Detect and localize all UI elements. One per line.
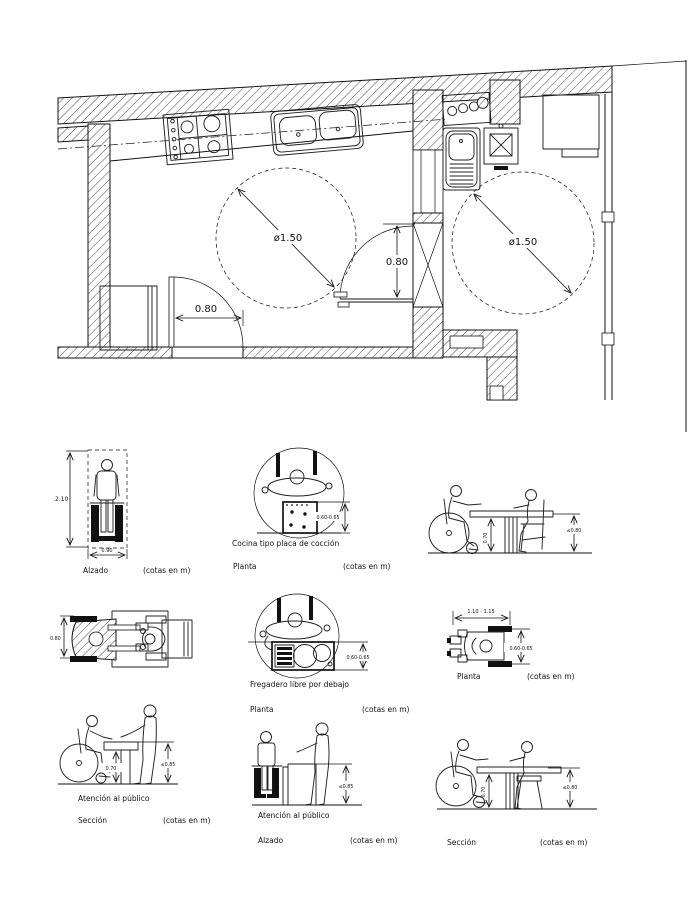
atencion-alzado-height-dim-label: ≤0.85 [339, 784, 354, 790]
atencion-alzado-caption: Alzado [258, 836, 284, 845]
atencion-alzado-title: Atención al público [258, 811, 330, 820]
atencion-seccion-title: Atención al público [78, 794, 150, 803]
cocina-depth-dim-label: 0.60-0.65 [316, 515, 339, 521]
atencion-alzado-units: (cotas en m) [350, 836, 398, 845]
counter [57, 118, 449, 162]
walls [57, 60, 687, 401]
figure-mesa-planta: 0.80 [50, 610, 193, 668]
turning-circle-left: ø1.50 [215, 167, 357, 309]
alzado-width-dim-label: 0.90 [101, 548, 112, 554]
stove [162, 108, 234, 166]
wheelchair-user-front-2 [251, 731, 283, 798]
double-sink [270, 104, 364, 156]
silla-caption: Planta [457, 672, 481, 681]
wheelchair-user-side [428, 485, 482, 554]
counter-front [282, 763, 317, 806]
fregadero-depth-dim-label: 0.60-0.65 [346, 655, 369, 661]
floor-plan: 0.80 0.80 ø1.50 ø1.50 [57, 60, 687, 432]
bottom-wall-right [242, 346, 414, 359]
fregadero-title: Fregadero libre por debajo [250, 680, 349, 689]
wheelchair-plan [447, 626, 512, 667]
sink-counter-plan [271, 641, 335, 671]
right-bottom-wall [442, 329, 518, 401]
cocina-title: Cocina tipo placa de cocción [232, 539, 339, 548]
partition-wall [412, 89, 444, 359]
table-section-2 [476, 766, 562, 810]
cocina-units: (cotas en m) [343, 562, 391, 571]
interior-door: 0.80 [333, 223, 415, 308]
cocina-caption: Planta [233, 562, 257, 571]
mesa2-height-dim-label: ≤0.80 [563, 785, 578, 791]
circle-left-dim-label: ø1.50 [274, 233, 302, 244]
figure-fregadero: 0.60-0.65 Fregadero libre por debajo Pla… [248, 593, 410, 714]
seated-person-stool [509, 741, 543, 810]
alzado-caption: Alzado [83, 566, 109, 575]
table-plan [542, 94, 600, 158]
door-width-dim-label: 0.80 [195, 304, 217, 315]
table-section [469, 510, 554, 554]
silla-width-dim-label: 0.60-0.65 [509, 646, 532, 652]
mesa2-caption: Sección [447, 838, 476, 847]
silla-units: (cotas en m) [527, 672, 575, 681]
seated-person-chair [513, 489, 546, 553]
wheelchair-user-plan-cooktop [261, 451, 333, 497]
entry-door: 0.80 [168, 276, 244, 348]
alzado-units: (cotas en m) [143, 566, 191, 575]
fregadero-caption: Planta [250, 705, 274, 714]
atencion-seccion-height-dim-label: ≤0.85 [161, 762, 176, 768]
single-sink [442, 127, 481, 191]
turning-circle-right: ø1.50 [451, 171, 595, 315]
figure-mesa-seccion-1: 0.70 ≤0.80 [428, 485, 592, 554]
wheelchair-user-side-3 [435, 739, 489, 808]
circle-right-dim-label: ø1.50 [509, 237, 537, 248]
mesa2-units: (cotas en m) [540, 838, 588, 847]
fridge [99, 285, 158, 351]
cooktop-plan [282, 501, 318, 534]
standing-person [120, 704, 157, 785]
pass-width-dim-label: 0.80 [386, 257, 408, 268]
fregadero-units: (cotas en m) [362, 705, 410, 714]
atencion-seccion-units: (cotas en m) [163, 816, 211, 825]
mesa1-clearance-dim-label: 0.70 [483, 533, 489, 544]
figure-silla-planta: 1.10 - 1.15 0.60-0.65 Planta (cotas en m… [447, 609, 575, 681]
figure-mesa-seccion-2: 0.70 ≤0.80 Sección (cotas en m) [435, 739, 597, 847]
figure-alzado: 2.10 0.90 Alzado (cotas en m) [55, 449, 191, 575]
bottom-wall-left [57, 346, 173, 359]
seated-person-plan [140, 615, 193, 661]
mesa2-clearance-dim-label: 0.70 [481, 787, 487, 798]
wheelchair-user-front [89, 459, 125, 542]
washing-machine [483, 123, 519, 170]
table-plan-2 [111, 610, 169, 668]
top-wall [57, 65, 613, 125]
figure-atencion-alzado: ≤0.85 Atención al público Alzado (cotas … [251, 722, 398, 845]
silla-length-dim-label: 1.10 - 1.15 [467, 609, 494, 615]
window-right [601, 60, 687, 432]
figure-cocina-planta: 0.60-0.65 Cocina tipo placa de cocción P… [232, 447, 391, 571]
wheelchair-user-plan-sink [259, 596, 331, 651]
left-wall-stub [57, 125, 89, 143]
figure-atencion-seccion: 0.70 ≤0.85 Atención al público Sección (… [58, 704, 211, 825]
atencion-seccion-clearance-dim-label: 0.70 [106, 766, 117, 772]
left-wall [87, 123, 111, 353]
wheelchair-user-plan-hatched [70, 616, 149, 662]
wall-pier [489, 79, 521, 125]
mesa-planta-width-dim-label: 0.80 [50, 636, 61, 642]
hob-counter [441, 91, 492, 127]
atencion-seccion-caption: Sección [78, 816, 107, 825]
alzado-height-dim-label: 2.10 [55, 496, 69, 503]
mesa1-height-dim-label: ≤0.80 [567, 528, 582, 534]
